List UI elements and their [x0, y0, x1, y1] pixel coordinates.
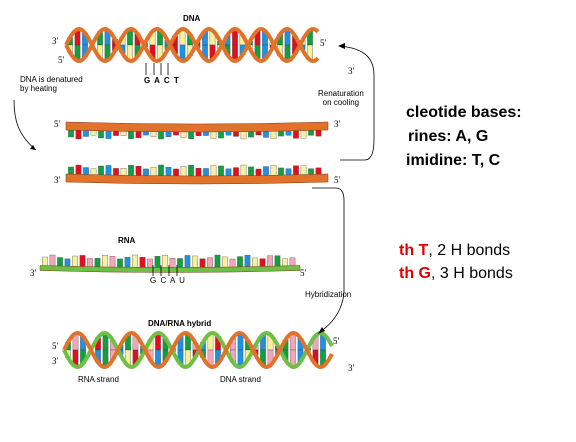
renature-arrowhead [338, 43, 345, 49]
nucleotide-base [214, 254, 221, 269]
prime-label: 3′ [348, 363, 355, 373]
nucleotide-base [192, 255, 198, 269]
nucleotide-bases-heading: cleotide bases: [406, 104, 522, 121]
nucleotide-base [229, 258, 236, 269]
dna-strand-label: DNA strand [220, 375, 261, 384]
backbone-strand [64, 26, 320, 64]
denature-arrowhead [30, 145, 36, 150]
hybridization-label: Hybridization [305, 290, 352, 299]
nucleotide-base [237, 256, 243, 269]
pairing-rest: , 3 H bonds [431, 265, 513, 282]
nucleotide-base [154, 256, 161, 269]
prime-label: 5′ [58, 55, 65, 65]
separated-top-strand [65, 121, 329, 140]
prime-label: 5′ [52, 341, 59, 351]
nucleotide-base [79, 255, 86, 269]
dna-double-helix [64, 26, 320, 64]
prime-label: 3′ [334, 119, 341, 129]
pyrimidine-line: imidine: T, C [406, 152, 501, 169]
prime-label: 5′ [333, 336, 340, 346]
purines-line: rines: A, G [408, 128, 489, 145]
nucleotide-base [244, 254, 251, 269]
hybridization-arrow [312, 187, 345, 333]
renature-arrow [339, 45, 375, 161]
prime-label: 3′ [348, 66, 355, 76]
nucleotide-base [222, 256, 228, 269]
prime-label: 5′ [54, 119, 61, 129]
rna-single-strand [39, 254, 301, 273]
dna-title: DNA [183, 14, 201, 23]
hybrid-title: DNA/RNA hybrid [148, 319, 212, 328]
prime-label: 3′ [30, 268, 37, 278]
dna-base-letters: G A C T [144, 76, 180, 85]
rna-base-letters: G C A U [150, 276, 186, 285]
rna-title: RNA [118, 236, 136, 245]
hybridization-arrowhead [318, 327, 325, 334]
pairing-highlight: th T [399, 242, 429, 259]
nucleotide-base [117, 258, 123, 269]
prime-label: 5′ [300, 268, 307, 278]
prime-label: 3′ [52, 36, 59, 46]
backbone-bar [65, 121, 329, 133]
backbone-bar [65, 173, 329, 185]
backbone-strand [62, 330, 334, 370]
process-arrows [13, 43, 375, 334]
nucleotide-base [207, 257, 213, 269]
nucleotide-base [102, 255, 108, 269]
pairing-line-cg: th G, 3 H bonds [399, 265, 513, 283]
dna-rna-hybrid-helix [62, 330, 334, 370]
separated-bottom-strand [65, 164, 329, 185]
backbone-bar [39, 265, 301, 273]
nucleotide-base [199, 258, 206, 269]
prime-label: 5′ [334, 175, 341, 185]
prime-label: 3′ [52, 356, 59, 366]
nucleotide-base [169, 258, 176, 269]
pairing-line-at: th T, 2 H bonds [399, 242, 510, 260]
nucleotide-base [109, 256, 116, 269]
rna-strand-label: RNA strand [78, 375, 119, 384]
nucleotide-base [139, 257, 146, 269]
backbone-strand [64, 26, 320, 64]
renature-label: Renaturation on cooling [318, 89, 364, 107]
nucleotide-base [124, 257, 131, 269]
nucleotide-base [94, 258, 101, 269]
nucleotide-base [177, 258, 183, 269]
prime-label: 5′ [320, 38, 327, 48]
nucleotide-base [147, 258, 153, 269]
denature-arrow [13, 99, 37, 151]
nucleotide-base [184, 255, 191, 269]
nucleotide-base [132, 254, 138, 269]
nucleotide-base [162, 255, 168, 269]
prime-label: 3′ [54, 175, 61, 185]
pairing-rest: , 2 H bonds [428, 242, 511, 259]
pairing-highlight: th G [399, 265, 431, 282]
denature-label: DNA is denatured by heating [20, 75, 83, 93]
